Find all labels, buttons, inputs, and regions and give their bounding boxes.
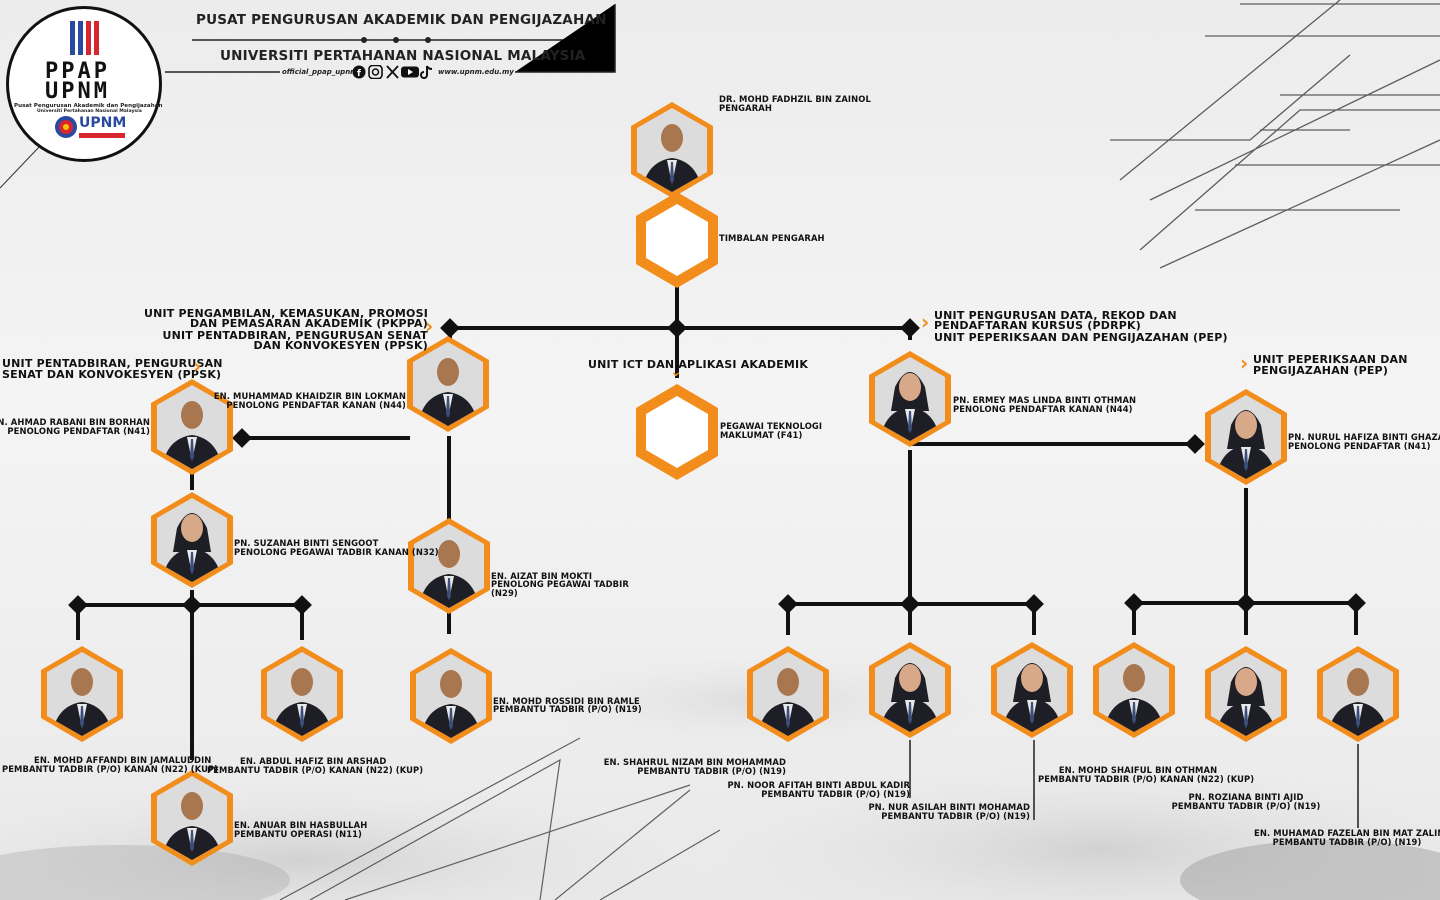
affandi-name: EN. MOHD AFFANDI BIN JAMALUDDIN <box>34 755 212 765</box>
logo-caption-2: Universiti Pertahanan Nasional Malaysia <box>37 109 142 114</box>
nurul-name: PN. NURUL HAFIZA BINTI GHAZALI <box>1288 432 1440 442</box>
anuar-title: PEMBANTU OPERASI (N11) <box>234 829 362 839</box>
social-icons: f <box>352 64 436 80</box>
social-handle: official_ppap_upnm <box>282 68 358 76</box>
ict-officer-title-2: MAKLUMAT (F41) <box>720 430 803 440</box>
rabani-portrait <box>149 377 235 477</box>
shahrul-title: PEMBANTU TADBIR (P/O) (N19) <box>637 766 786 776</box>
logo-upnm-brand: UPNM <box>79 115 127 131</box>
timbalan-title: TIMBALAN PENGARAH <box>719 233 825 243</box>
khaidzir-name: EN. MUHAMMAD KHAIDZIR BIN LOKMAN <box>213 391 406 401</box>
ict-officer-title-1: PEGAWAI TEKNOLOGI <box>720 421 823 431</box>
shaiful-portrait <box>1091 640 1177 740</box>
unit-pkppa-line-2: DAN PEMASARAN AKADEMIK (PKPPA) <box>189 317 428 330</box>
rossidi-portrait <box>408 646 494 746</box>
chevron-right-icon: › <box>1240 351 1249 375</box>
unit-ppsk-b-line-1: UNIT PENTADBIRAN, PENGURUSAN <box>2 357 223 370</box>
facebook-icon: f <box>352 65 366 79</box>
pengarah-portrait <box>629 100 715 200</box>
svg-text:f: f <box>357 69 361 79</box>
chevron-down-icon: ⌄ <box>670 364 682 380</box>
shahrul-name: EN. SHAHRUL NIZAM BIN MOHAMMAD <box>603 757 786 767</box>
unit-pep-b-line-2: PENGIJAZAHAN (PEP) <box>1253 364 1389 377</box>
rossidi-title: PEMBANTU TADBIR (P/O) (N19) <box>493 704 642 714</box>
header-title-1: PUSAT PENGURUSAN AKADEMIK DAN PENGIJAZAH… <box>196 12 607 28</box>
timbalan-placeholder <box>634 190 720 290</box>
roziana-title: PEMBANTU TADBIR (P/O) (N19) <box>1171 801 1321 811</box>
ermey-portrait <box>867 349 953 449</box>
fazelan-title: PEMBANTU TADBIR (P/O) (N19) <box>1272 837 1422 847</box>
youtube-icon <box>401 66 419 78</box>
chevron-right-icon: › <box>193 354 202 378</box>
rossidi-name: EN. MOHD ROSSIDI BIN RAMLE <box>493 696 640 706</box>
nurul-title: PENOLONG PENDAFTAR (N41) <box>1288 441 1431 451</box>
hafiz-title: PEMBANTU TADBIR (P/O) KANAN (N22) (KUP) <box>207 765 424 775</box>
ermey-name: PN. ERMEY MAS LINDA BINTI OTHMAN <box>953 395 1137 405</box>
pengarah-title: PENGARAH <box>719 103 772 113</box>
website-url: www.upnm.edu.my <box>438 68 514 76</box>
unit-pep-b-line-1: UNIT PEPERIKSAAN DAN <box>1253 353 1408 366</box>
instagram-icon <box>368 64 383 80</box>
roziana-portrait <box>1203 644 1289 744</box>
asilah-title: PEMBANTU TADBIR (P/O) (N19) <box>881 811 1030 821</box>
x-icon <box>386 65 399 79</box>
hafiz-portrait <box>259 644 345 744</box>
ict-officer-placeholder <box>634 382 720 482</box>
chevron-right-icon: › <box>425 314 434 338</box>
aizat-title-1: PENOLONG PEGAWAI TADBIR <box>491 579 629 589</box>
ermey-title: PENOLONG PENDAFTAR KANAN (N44) <box>953 404 1133 414</box>
rabani-title: PENOLONG PENDAFTAR (N41) <box>7 426 150 436</box>
unit-pdrpk-line-1: UNIT PENGURUSAN DATA, REKOD DAN <box>934 309 1177 322</box>
logo-upnm-text: UPNM <box>45 79 110 104</box>
shahrul-portrait <box>745 644 831 744</box>
asilah-name: PN. NUR ASILAH BINTI MOHAMAD <box>868 802 1030 812</box>
unit-pkppa-line-1: UNIT PENGAMBILAN, KEMASUKAN, PROMOSI <box>143 307 428 320</box>
afitah-title: PEMBANTU TADBIR (P/O) (N19) <box>761 789 910 799</box>
suzanah-title: PENOLONG PEGAWAI TADBIR KANAN (N32) <box>234 547 439 557</box>
hafiz-name: EN. ABDUL HAFIZ BIN ARSHAD <box>240 756 387 766</box>
logo-caption-1: Pusat Pengurusan Akademik dan Pengijazah… <box>14 103 163 109</box>
unit-ppsk-a-line-1: UNIT PENTADBIRAN, PENGURUSAN SENAT <box>162 329 428 342</box>
shaiful-name: EN. MOHD SHAIFUL BIN OTHMAN <box>1058 765 1218 775</box>
affandi-title: PEMBANTU TADBIR (P/O) KANAN (N22) (KUP) <box>2 764 219 774</box>
khaidzir-title: PENOLONG PENDAFTAR KANAN (N44) <box>226 400 406 410</box>
khaidzir-portrait <box>405 334 491 434</box>
shaiful-title: PEMBANTU TADBIR (P/O) KANAN (N22) (KUP) <box>1038 774 1255 784</box>
logo-brand-stripe <box>79 133 125 138</box>
asilah-portrait <box>989 640 1075 740</box>
pengarah-name: DR. MOHD FADHZIL BIN ZAINOL <box>719 94 871 104</box>
anuar-name: EN. ANUAR BIN HASBULLAH <box>234 820 368 830</box>
logo-ppap-text: PPAP <box>45 59 110 84</box>
fazelan-portrait <box>1315 644 1401 744</box>
suzanah-name: PN. SUZANAH BINTI SENGOOT <box>234 538 379 548</box>
afitah-portrait <box>867 640 953 740</box>
aizat-portrait <box>406 516 492 616</box>
unit-pdrpk-line-2: PENDAFTARAN KURSUS (PDRPK) <box>934 319 1141 332</box>
unit-ict: UNIT ICT DAN APLIKASI AKADEMIK <box>588 358 809 371</box>
fazelan-name: EN. MUHAMAD FAZELAN BIN MAT ZALIN <box>1254 828 1440 838</box>
header-title-2: UNIVERSITI PERTAHANAN NASIONAL MALAYSIA <box>220 48 586 64</box>
aizat-name: EN. AIZAT BIN MOKTI <box>491 571 593 581</box>
affandi-portrait <box>39 644 125 744</box>
anuar-portrait <box>149 768 235 868</box>
unit-ppsk-b-line-2: SENAT DAN KONVOKESYEN (PPSK) <box>2 368 222 381</box>
ppap-logo: PPAP UPNM Pusat Pengurusan Akademik dan … <box>6 6 162 162</box>
aizat-title-2: (N29) <box>491 588 518 598</box>
afitah-name: PN. NOOR AFITAH BINTI ABDUL KADIR <box>727 780 910 790</box>
tiktok-icon <box>420 65 433 79</box>
unit-pep-a: UNIT PEPERIKSAAN DAN PENGIJAZAHAN (PEP) <box>934 331 1228 344</box>
chevron-right-icon: › <box>921 310 930 334</box>
rabani-name: EN. AHMAD RABANI BIN BORHAN <box>0 417 150 427</box>
nurul-portrait <box>1203 387 1289 487</box>
suzanah-portrait <box>149 490 235 590</box>
roziana-name: PN. ROZIANA BINTI AJID <box>1188 792 1304 802</box>
unit-ppsk-a-line-2: DAN KONVOKESYEN (PPSK) <box>253 339 428 352</box>
